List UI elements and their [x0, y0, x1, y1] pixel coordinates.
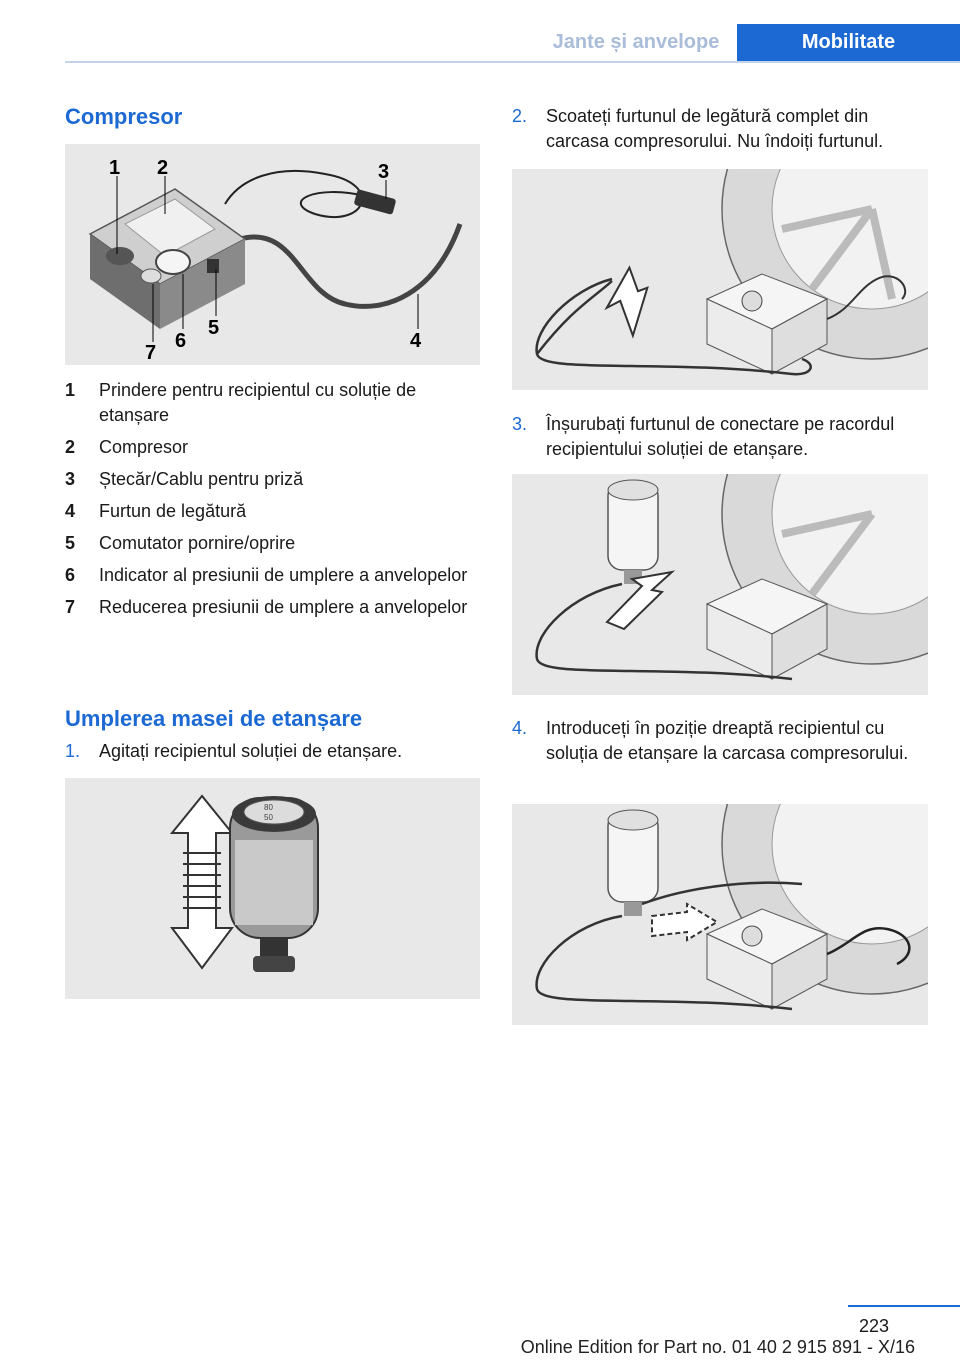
callout-6: 6	[175, 330, 186, 352]
step-4: 4.Introduceți în poziție dreaptă recipie…	[512, 718, 909, 763]
header-rule	[65, 61, 960, 63]
bottle-label-top: 80	[264, 803, 273, 812]
sealant-heading: Umplerea masei de etanșare	[65, 706, 363, 731]
callout-7: 7	[145, 342, 156, 364]
callout-5: 5	[208, 317, 219, 339]
callout-4: 4	[410, 330, 422, 352]
section-tab[interactable]: Jante și anvelope	[552, 31, 720, 53]
compressor-figure: 1 2 3 4 5 6 7	[65, 144, 480, 365]
page-number: 223	[858, 1316, 890, 1336]
callout-3: 3	[378, 161, 389, 183]
shake-bottle-figure: 80 50	[65, 778, 480, 999]
attach-hose-figure	[512, 474, 928, 695]
insert-bottle-figure	[512, 804, 928, 1025]
callout-1: 1	[109, 157, 120, 179]
bottle-label-bottom: 50	[264, 813, 273, 822]
step-2: 2.Scoateți furtunul de legătură complet …	[512, 106, 884, 151]
edition-text: Online Edition for Part no. 01 40 2 915 …	[520, 1337, 915, 1357]
step-1: 1.Agitați recipientul soluției de etanșa…	[65, 741, 403, 761]
step-3: 3.Înșurubați furtunul de conectare pe ra…	[512, 414, 895, 459]
chapter-tab[interactable]: Mobilitate	[737, 24, 960, 61]
remove-hose-figure	[512, 169, 928, 390]
callout-2: 2	[157, 157, 168, 179]
compressor-heading: Compresor	[65, 104, 183, 129]
footer-rule	[848, 1305, 960, 1307]
